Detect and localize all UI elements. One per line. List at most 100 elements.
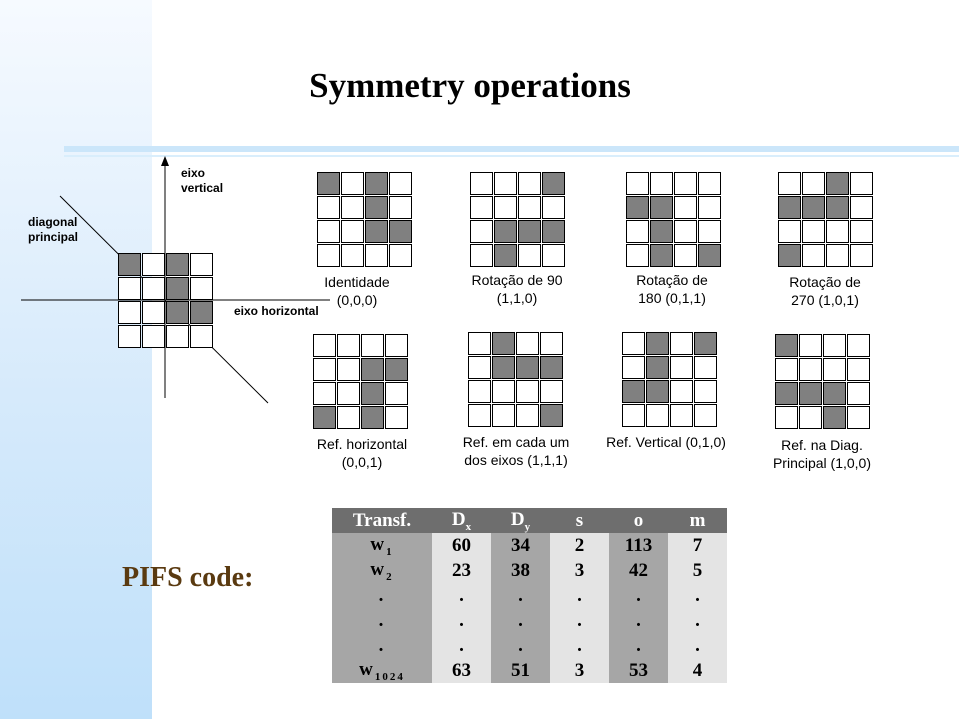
value-cell: 5	[668, 558, 727, 583]
empty-cell	[674, 196, 697, 219]
empty-cell	[646, 404, 669, 427]
empty-cell	[826, 220, 849, 243]
filled-cell	[826, 172, 849, 195]
filled-cell	[385, 358, 408, 381]
filled-cell	[802, 196, 825, 219]
empty-cell	[674, 244, 697, 267]
empty-cell	[361, 334, 384, 357]
empty-cell	[694, 404, 717, 427]
empty-cell	[778, 220, 801, 243]
value-cell: 51	[491, 658, 550, 683]
filled-cell	[313, 406, 336, 429]
transf-cell: .	[332, 608, 432, 633]
empty-cell	[799, 334, 822, 357]
empty-cell	[468, 404, 491, 427]
filled-cell	[775, 382, 798, 405]
filled-cell	[650, 196, 673, 219]
filled-cell	[518, 220, 541, 243]
table-row: ......	[332, 633, 727, 658]
empty-cell	[847, 334, 870, 357]
filled-cell	[361, 358, 384, 381]
empty-cell	[385, 406, 408, 429]
value-cell: 4	[668, 658, 727, 683]
empty-cell	[317, 196, 340, 219]
empty-cell	[389, 172, 412, 195]
value-cell: .	[550, 583, 609, 608]
empty-cell	[674, 172, 697, 195]
filled-cell	[166, 277, 189, 300]
empty-cell	[468, 380, 491, 403]
empty-cell	[190, 325, 213, 348]
filled-cell	[540, 356, 563, 379]
empty-cell	[850, 172, 873, 195]
table-row: ......	[332, 583, 727, 608]
filled-cell	[775, 334, 798, 357]
diagonal-axis-label: diagonal principal	[28, 215, 79, 244]
transform-label: Rotação de 270 (1,0,1)	[789, 274, 861, 308]
empty-cell	[389, 244, 412, 267]
empty-cell	[850, 244, 873, 267]
empty-cell	[118, 277, 141, 300]
filled-cell	[622, 380, 645, 403]
filled-cell	[492, 332, 515, 355]
value-cell: 38	[491, 558, 550, 583]
empty-cell	[516, 380, 539, 403]
empty-cell	[389, 196, 412, 219]
transf-cell: w1	[332, 533, 432, 558]
empty-cell	[341, 172, 364, 195]
empty-cell	[847, 406, 870, 429]
transform-label: Rotação de 90 (1,1,0)	[471, 272, 563, 306]
empty-cell	[698, 220, 721, 243]
filled-cell	[365, 220, 388, 243]
empty-cell	[847, 358, 870, 381]
empty-cell	[492, 380, 515, 403]
empty-cell	[542, 196, 565, 219]
filled-cell	[166, 253, 189, 276]
empty-cell	[775, 406, 798, 429]
filled-cell	[389, 220, 412, 243]
empty-cell	[670, 404, 693, 427]
filled-cell	[494, 220, 517, 243]
filled-cell	[365, 196, 388, 219]
slide-title: Symmetry operations	[309, 66, 631, 105]
value-cell: 53	[609, 658, 668, 683]
empty-cell	[622, 404, 645, 427]
empty-cell	[698, 196, 721, 219]
empty-cell	[775, 358, 798, 381]
transform-label: Ref. Vertical (0,1,0)	[606, 434, 726, 450]
filled-cell	[778, 244, 801, 267]
empty-cell	[166, 325, 189, 348]
empty-cell	[516, 404, 539, 427]
filled-cell	[823, 406, 846, 429]
empty-cell	[694, 356, 717, 379]
empty-cell	[670, 332, 693, 355]
empty-cell	[337, 382, 360, 405]
value-cell: 3	[550, 558, 609, 583]
empty-cell	[470, 196, 493, 219]
empty-cell	[468, 332, 491, 355]
value-cell: .	[668, 608, 727, 633]
empty-cell	[142, 277, 165, 300]
filled-cell	[361, 382, 384, 405]
empty-cell	[317, 220, 340, 243]
filled-cell	[799, 382, 822, 405]
empty-cell	[778, 172, 801, 195]
empty-cell	[518, 172, 541, 195]
empty-cell	[626, 172, 649, 195]
empty-cell	[190, 253, 213, 276]
empty-cell	[313, 358, 336, 381]
filled-cell	[823, 382, 846, 405]
filled-cell	[694, 332, 717, 355]
empty-cell	[626, 220, 649, 243]
header-dy: Dy	[491, 508, 550, 533]
empty-cell	[626, 244, 649, 267]
value-cell: 2	[550, 533, 609, 558]
empty-cell	[802, 220, 825, 243]
empty-cell	[468, 356, 491, 379]
header-transf: Transf.	[332, 508, 432, 533]
filled-cell	[646, 332, 669, 355]
empty-cell	[494, 172, 517, 195]
